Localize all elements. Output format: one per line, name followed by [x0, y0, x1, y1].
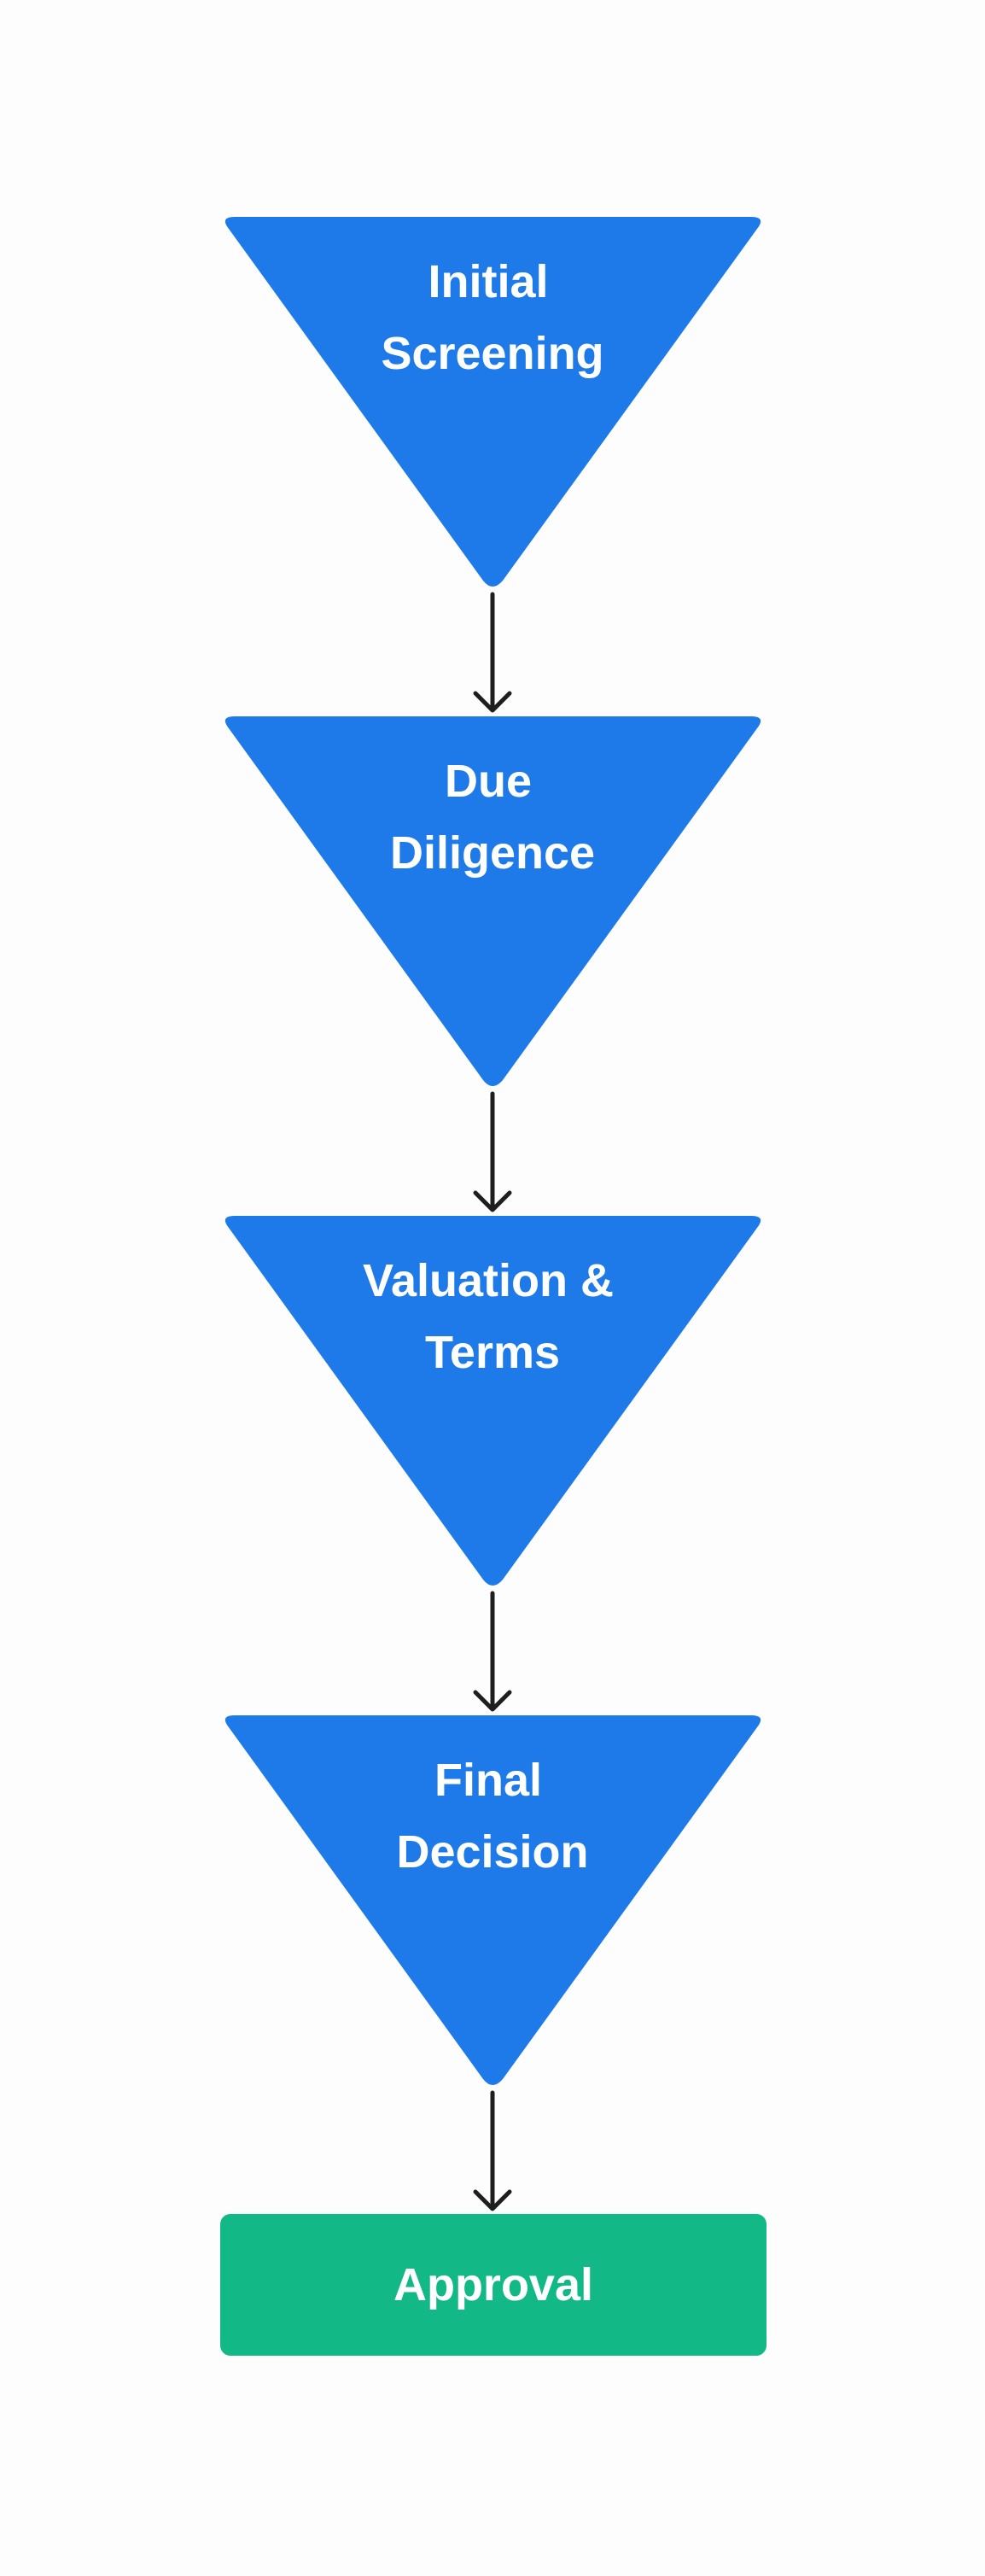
outcome-label: Approval	[393, 2259, 593, 2310]
stage-triangle	[224, 1216, 761, 1586]
connector-arrow	[473, 2090, 512, 2211]
stage-label-line2: Terms	[425, 1327, 560, 1378]
connector-arrow	[473, 1091, 512, 1212]
stage-label-line2: Diligence	[390, 827, 595, 879]
connector-arrow	[473, 1591, 512, 1712]
stage-label-line1: Valuation &	[363, 1255, 614, 1306]
stage-label-line2: Screening	[381, 328, 603, 379]
stage-initial-screening: Initial Screening	[224, 217, 761, 587]
stage-label-line2: Decision	[396, 1826, 588, 1878]
stage-triangle	[224, 217, 761, 587]
stage-valuation-terms: Valuation & Terms	[224, 1216, 761, 1586]
stage-label-line1: Due	[445, 756, 532, 807]
stage-label-line1: Initial	[428, 256, 548, 307]
stage-due-diligence: Due Diligence	[224, 716, 761, 1086]
outcome-box	[220, 2214, 766, 2356]
stage-triangle	[224, 716, 761, 1086]
connector-arrow	[473, 592, 512, 713]
stage-label-line1: Final	[434, 1755, 542, 1806]
outcome-approval: Approval	[220, 2214, 766, 2356]
stage-final-decision: Final Decision	[224, 1715, 761, 2085]
stage-triangle	[224, 1715, 761, 2085]
